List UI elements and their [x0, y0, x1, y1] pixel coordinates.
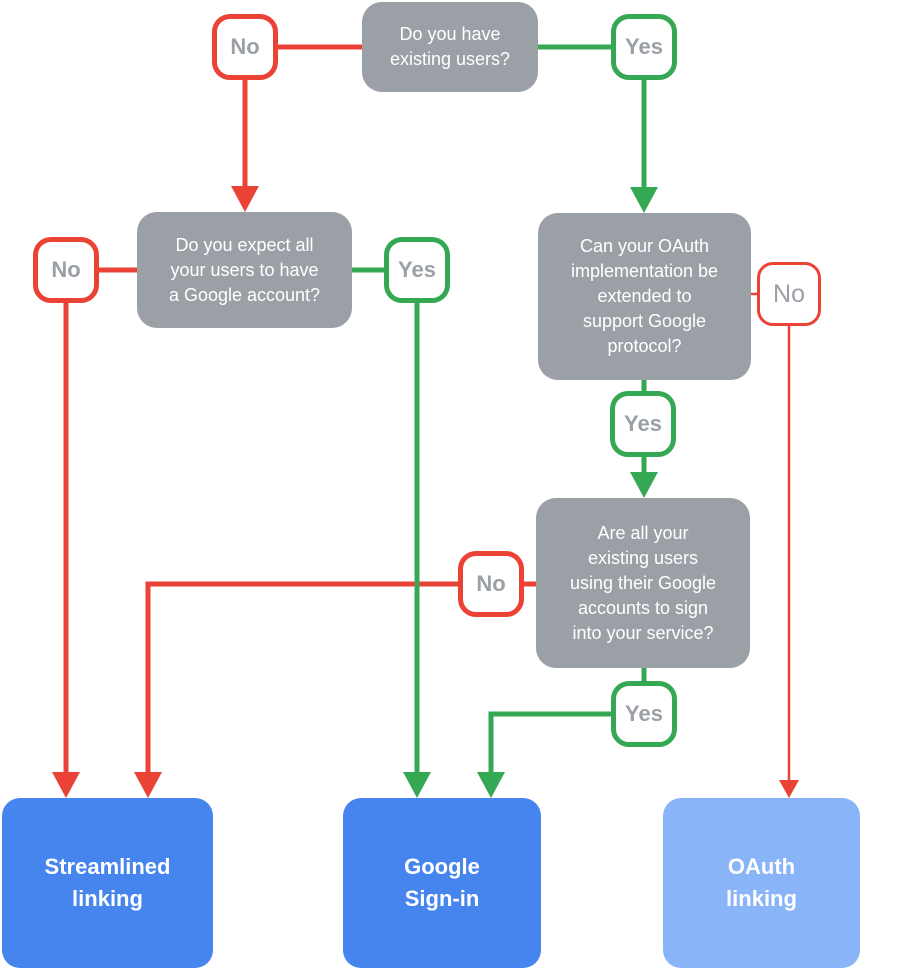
question-text-line: existing users? [389, 49, 511, 69]
question-text-line: Do you have [399, 24, 501, 44]
badge-label: No [773, 279, 805, 308]
question-oauth-extensible: Can your OAuth implementation be extende… [538, 213, 751, 380]
arrowhead-yes4-to-google-signin [477, 772, 505, 798]
question-text-line: Can your OAuth [579, 236, 710, 256]
arrowhead-no3-to-oauth [779, 780, 799, 798]
outcome-text-line: Google [404, 854, 480, 879]
arrowhead-yes2-to-google-signin [403, 772, 431, 798]
question-text-line: your users to have [170, 259, 319, 280]
question-text-line: extended to [597, 286, 692, 306]
arrowhead-no4-to-streamlined [134, 772, 162, 798]
outcome-oauth-linking: OAuth linking [663, 798, 860, 968]
badge-yes-existing-users: Yes [611, 14, 677, 80]
connector-no4-to-streamlined [145, 581, 458, 772]
question-text-line: existing users [587, 547, 699, 568]
connector-yes4-to-google-signin [488, 711, 611, 772]
badge-no-users-signin-google: No [458, 551, 524, 617]
question-users-signin-with-google: Are all your existing users using their … [536, 498, 750, 668]
question-text-line: accounts to sign [577, 597, 709, 618]
badge-no-oauth-extensible: No [757, 262, 821, 326]
outcome-text-line: linking [726, 886, 797, 911]
badge-label: Yes [625, 34, 663, 59]
outcome-text-line: linking [72, 886, 143, 911]
question-text-line: implementation be [570, 261, 719, 281]
badge-label: Yes [624, 411, 662, 436]
badge-yes-google-account: Yes [384, 237, 450, 303]
arrowhead-no1-to-q2 [231, 186, 259, 212]
badge-label: Yes [625, 701, 663, 726]
question-text-line: Are all your [597, 522, 689, 543]
question-text-line: support Google [582, 311, 707, 331]
badge-no-google-account: No [33, 237, 99, 303]
question-text-line: into your service? [572, 622, 714, 643]
badge-yes-oauth-extensible: Yes [610, 391, 676, 457]
badge-label: Yes [398, 257, 436, 282]
badge-label: No [476, 571, 506, 596]
arrowhead-yes3-to-q4 [630, 472, 658, 498]
badge-yes-users-signin-google: Yes [611, 681, 677, 747]
question-existing-users: Do you have existing users? [362, 2, 538, 92]
outcome-google-signin: Google Sign-in [343, 798, 541, 968]
outcome-streamlined-linking: Streamlined linking [2, 798, 213, 968]
outcome-text-line: Streamlined [44, 854, 171, 879]
question-text-line: Do you expect all [175, 234, 314, 255]
question-text-line: protocol? [607, 336, 682, 356]
question-google-account-expectation: Do you expect all your users to have a G… [137, 212, 352, 328]
outcome-text-line: Sign-in [404, 886, 480, 911]
outcome-text-line: OAuth [727, 854, 796, 879]
question-text-line: using their Google [569, 572, 717, 593]
badge-no-existing-users: No [212, 14, 278, 80]
question-text-line: a Google account? [168, 284, 321, 305]
badge-label: No [230, 34, 260, 59]
arrowhead-yes1-to-q3 [630, 187, 658, 213]
badge-label: No [51, 257, 81, 282]
arrowhead-no2-to-streamlined [52, 772, 80, 798]
